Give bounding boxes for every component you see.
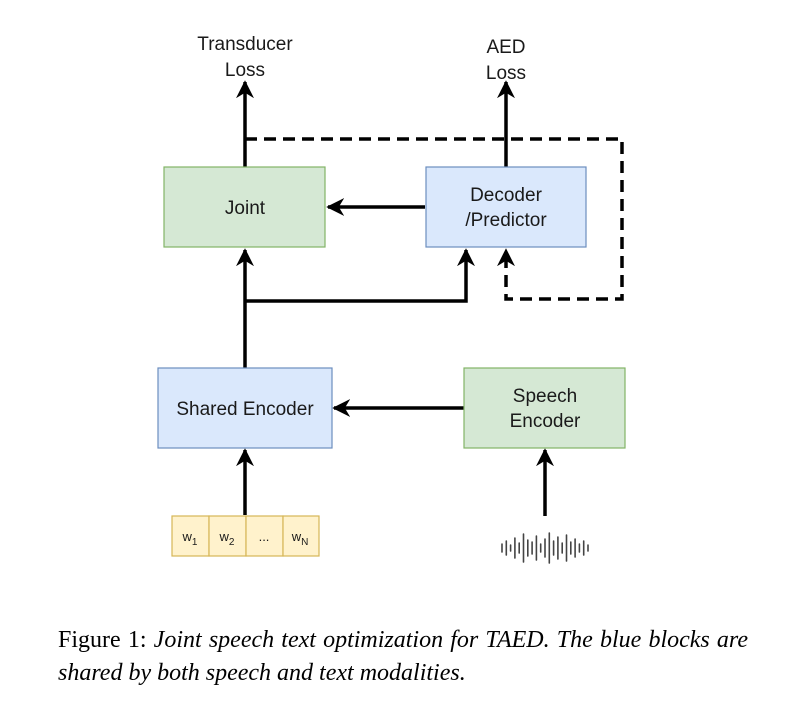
svg-text:wN: wN	[291, 529, 309, 548]
block-decoder-label-line1: Decoder	[470, 185, 542, 206]
block-shared-encoder: Shared Encoder	[157, 367, 333, 449]
transducer-loss-line2: Loss	[225, 60, 265, 81]
audio-waveform-icon	[501, 532, 589, 564]
token-w1: w1	[171, 515, 210, 557]
caption-prefix: Figure 1:	[58, 627, 147, 653]
aed-loss-line2: Loss	[486, 63, 526, 84]
token-wN: wN	[282, 515, 320, 557]
block-shared-encoder-label: Shared Encoder	[176, 399, 314, 420]
block-joint: Joint	[163, 166, 326, 248]
svg-text:w2: w2	[219, 529, 235, 548]
token-w2: w2	[208, 515, 247, 557]
dashed-feedback-loop	[245, 137, 624, 301]
token-ellipsis: ...	[245, 515, 284, 557]
connections	[236, 80, 624, 516]
svg-text:w1: w1	[182, 529, 198, 548]
output-aed-loss: AED Loss	[486, 37, 526, 84]
svg-text:...: ...	[259, 529, 270, 544]
block-speech-encoder: Speech Encoder	[463, 367, 626, 449]
transducer-loss-line1: Transducer	[197, 34, 293, 55]
caption-text: Joint speech text optimization for TAED.…	[58, 627, 749, 686]
aed-loss-line1: AED	[486, 37, 525, 58]
block-speech-encoder-label-line1: Speech	[513, 386, 577, 407]
block-joint-label: Joint	[225, 198, 266, 219]
block-decoder-label-line2: /Predictor	[465, 210, 547, 231]
output-transducer-loss: Transducer Loss	[197, 34, 293, 81]
token-sequence: w1 w2 ... wN	[171, 515, 320, 557]
arrow-encoder-to-decoder	[245, 248, 475, 303]
figure-caption: Figure 1: Joint speech text optimization…	[58, 624, 748, 690]
diagram: Joint Decoder /Predictor Shared Encoder …	[157, 34, 626, 564]
block-speech-encoder-label-line2: Encoder	[510, 411, 581, 432]
block-decoder-predictor: Decoder /Predictor	[425, 166, 587, 248]
